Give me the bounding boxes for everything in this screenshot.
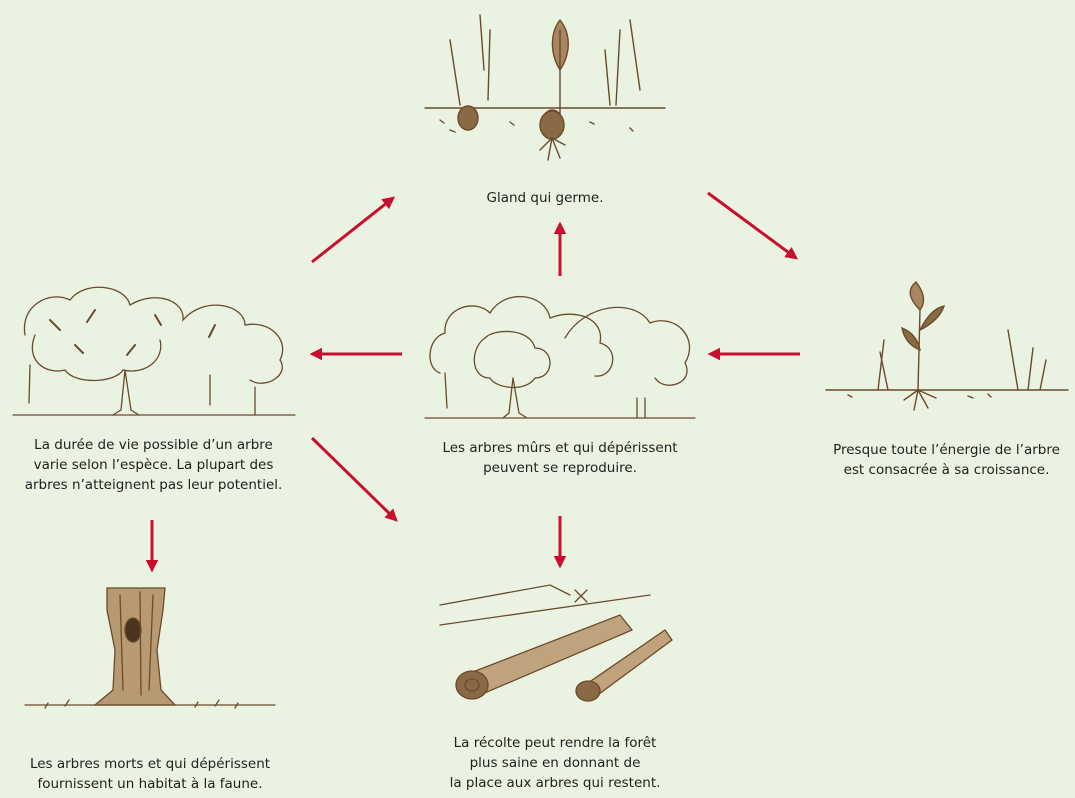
- caption-seedling: Presque toute l’énergie de l’arbre est c…: [818, 440, 1075, 480]
- stage-harvest: La récolte peut rendre la forêt plus sai…: [420, 575, 690, 798]
- forest-stand-illustration: [5, 275, 302, 420]
- caption-forest: La durée de vie possible d’un arbre vari…: [5, 435, 302, 495]
- dead-tree-stump-illustration: [15, 580, 285, 720]
- caption-mature: Les arbres mûrs et qui dépérissent peuve…: [415, 438, 705, 478]
- arrow-forest-to-harvest: [312, 438, 396, 520]
- germinating-acorn-illustration: [420, 10, 670, 170]
- caption-acorn: Gland qui germe.: [420, 188, 670, 208]
- harvested-logs-illustration: [420, 575, 690, 705]
- stage-snag: Les arbres morts et qui dépérissent four…: [15, 580, 285, 798]
- stage-mature: Les arbres mûrs et qui dépérissent peuve…: [415, 278, 705, 488]
- caption-harvest: La récolte peut rendre la forêt plus sai…: [420, 733, 690, 793]
- mature-trees-illustration: [415, 278, 705, 423]
- caption-snag: Les arbres morts et qui dépérissent four…: [15, 754, 285, 794]
- stage-seedling: Presque toute l’énergie de l’arbre est c…: [818, 270, 1075, 480]
- arrow-forest-to-acorn: [312, 198, 393, 262]
- arrow-acorn-to-seedling: [708, 193, 796, 258]
- seedling-illustration: [818, 270, 1075, 420]
- stage-forest: La durée de vie possible d’un arbre vari…: [5, 275, 302, 515]
- stage-acorn: Gland qui germe.: [420, 10, 670, 170]
